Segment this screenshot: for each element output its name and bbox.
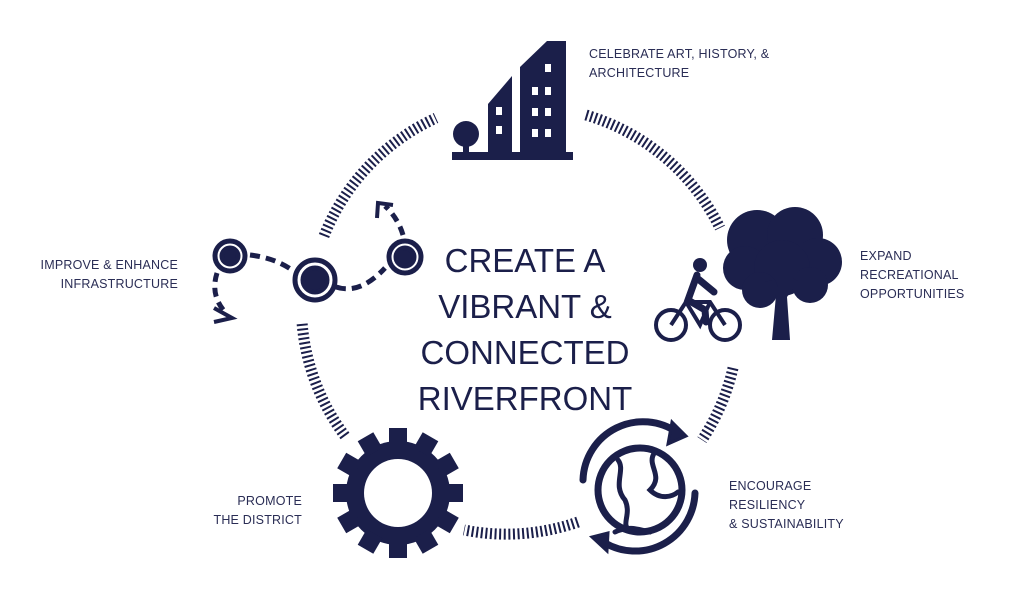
title-line: CREATE A (444, 242, 606, 279)
label-line: CELEBRATE ART, HISTORY, & (589, 47, 770, 61)
label-line: OPPORTUNITIES (860, 287, 965, 301)
label-line: & SUSTAINABILITY (729, 517, 844, 531)
central-title: CREATE A VIBRANT & CONNECTED RIVERFRONT (400, 238, 650, 422)
label-art-history: CELEBRATE ART, HISTORY, & ARCHITECTURE (589, 45, 769, 83)
label-promote: PROMOTE THE DISTRICT (190, 492, 302, 530)
title-line: RIVERFRONT (417, 380, 633, 417)
globe-cycle-icon (579, 418, 699, 555)
label-line: EXPAND (860, 249, 912, 263)
label-resiliency: ENCOURAGE RESILIENCY & SUSTAINABILITY (729, 477, 844, 534)
building-icon (452, 41, 573, 160)
label-line: ARCHITECTURE (589, 66, 690, 80)
path-nodes-icon (212, 200, 424, 324)
title-line: VIBRANT & (438, 288, 612, 325)
label-line: INFRASTRUCTURE (60, 277, 178, 291)
label-recreation: EXPAND RECREATIONAL OPPORTUNITIES (860, 247, 964, 304)
hatched-arc-top-right (584, 109, 725, 231)
label-line: RESILIENCY (729, 498, 806, 512)
label-line: RECREATIONAL (860, 268, 959, 282)
hatched-arc-top-left (318, 112, 439, 239)
label-line: THE DISTRICT (213, 513, 302, 527)
gear-icon (333, 428, 463, 558)
label-line: IMPROVE & ENHANCE (40, 258, 178, 272)
bicycle-rider-icon (654, 258, 742, 342)
title-line: CONNECTED (420, 334, 630, 371)
hatched-arc-right (697, 366, 739, 444)
label-line: ENCOURAGE (729, 479, 812, 493)
tree-icon (723, 207, 842, 340)
label-line: PROMOTE (237, 494, 302, 508)
label-infrastructure: IMPROVE & ENHANCE INFRASTRUCTURE (20, 256, 178, 294)
hatched-arc-bottom (462, 516, 580, 540)
hatched-arc-left (296, 321, 350, 440)
